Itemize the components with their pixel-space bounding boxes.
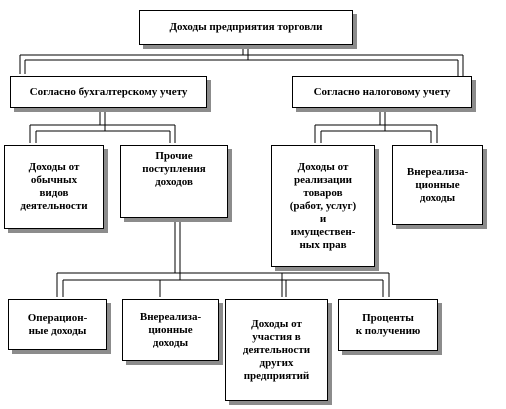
connector-tax-inner (320, 108, 432, 143)
connector-accounting-inner (35, 108, 171, 143)
node-sales: Доходы от реализации товаров (работ, усл… (271, 145, 375, 267)
node-interest: Проценты к получению (338, 299, 438, 351)
connector-root (19, 45, 464, 76)
connector-other-inner (62, 218, 384, 297)
connector-tax (314, 108, 438, 143)
node-tax: Согласно налоговому учету (292, 76, 472, 108)
node-operating: Операцион- ные доходы (8, 299, 107, 350)
node-root: Доходы предприятия торговли (139, 10, 353, 45)
connector-root-inner (24, 45, 459, 76)
node-ordinary: Доходы от обычных видов деятельности (4, 145, 104, 229)
connector-other-mid (159, 273, 287, 297)
connector-accounting (29, 108, 176, 143)
node-accounting: Согласно бухгалтерскому учету (10, 76, 207, 108)
node-nonop: Внереализа- ционные доходы (122, 299, 219, 361)
node-other: Прочие поступления доходов (120, 145, 228, 218)
node-participation: Доходы от участия в деятельности других … (225, 299, 328, 401)
node-nonop-tax: Внереализа- ционные доходы (392, 145, 483, 225)
connector-other (56, 218, 390, 297)
